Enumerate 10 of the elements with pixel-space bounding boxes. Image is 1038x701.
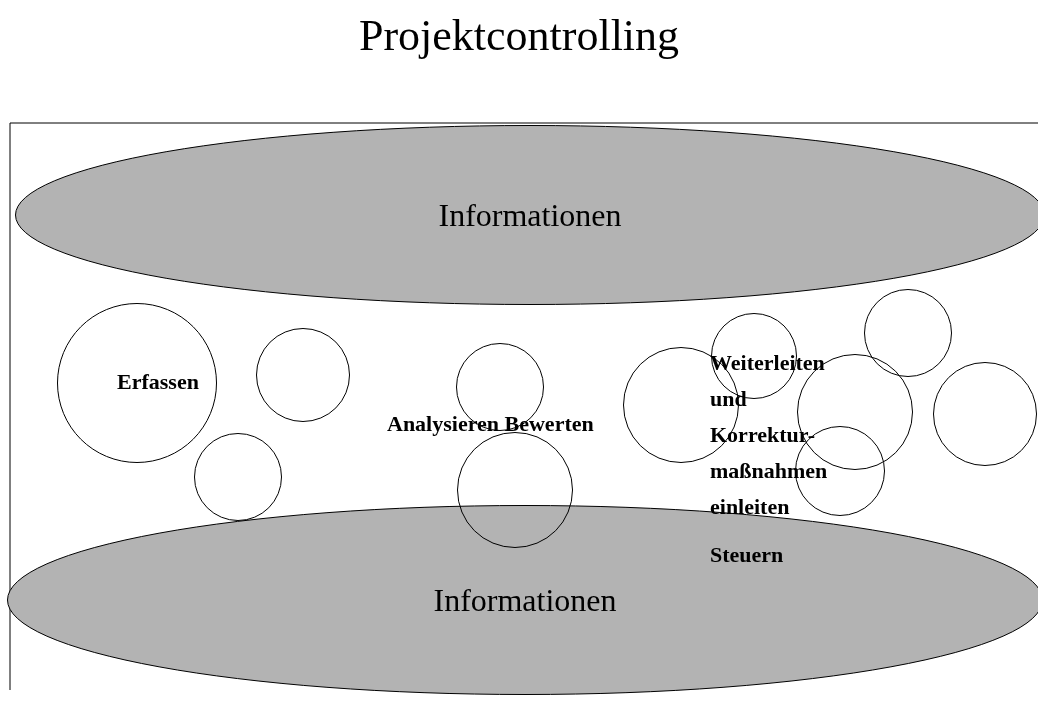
circle bbox=[864, 289, 952, 377]
circle bbox=[933, 362, 1037, 466]
step-label: Steuern bbox=[710, 541, 784, 569]
circle bbox=[256, 328, 350, 422]
ellipse-label: Informationen bbox=[438, 196, 622, 234]
circle bbox=[194, 433, 282, 521]
circle bbox=[57, 303, 217, 463]
diagram-title: Projektcontrolling bbox=[357, 10, 681, 61]
step-label: Erfassen bbox=[117, 368, 199, 396]
ellipse-label: Informationen bbox=[433, 581, 617, 619]
